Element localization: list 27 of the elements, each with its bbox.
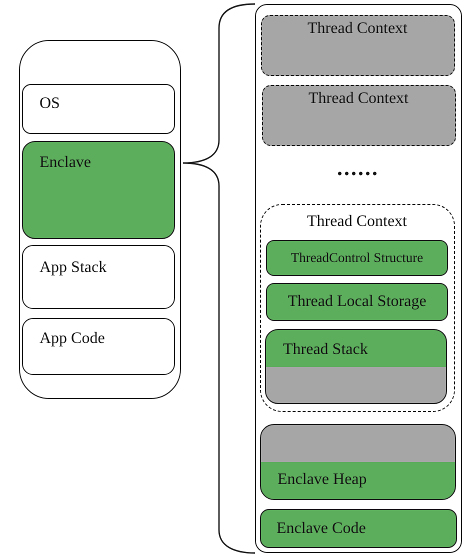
region-label: OS	[40, 94, 60, 112]
ellipsis-label: ......	[337, 157, 379, 179]
thread-context-box	[260, 14, 454, 76]
region-label: Enclave Code	[276, 520, 366, 538]
region-label: Thread Stack	[283, 341, 368, 359]
region-label: ThreadControl Structure	[290, 249, 424, 267]
memory-region-box	[22, 140, 174, 238]
region-label: Enclave	[40, 154, 92, 172]
memory-region-box	[266, 240, 448, 276]
enclave-memory-panel	[255, 4, 462, 553]
thread-context-box	[260, 204, 454, 412]
memory-region-box	[260, 424, 456, 500]
region-label: Thread Context	[307, 212, 407, 230]
memory-region-box	[260, 508, 456, 548]
memory-region-box	[22, 84, 174, 134]
thread-context-box	[262, 84, 456, 146]
memory-region-box	[22, 318, 174, 374]
memory-layout-panel	[19, 40, 181, 399]
region-label: App Code	[40, 330, 105, 348]
memory-region-box	[265, 329, 447, 404]
region-label: Thread Context	[308, 90, 408, 108]
region-label: App Stack	[40, 258, 107, 276]
region-label: Thread Local Storage	[288, 293, 426, 311]
region-label: Thread Context	[308, 20, 408, 38]
memory-region-box	[22, 244, 174, 308]
region-label: Enclave Heap	[278, 470, 367, 488]
memory-region-box	[266, 283, 448, 321]
